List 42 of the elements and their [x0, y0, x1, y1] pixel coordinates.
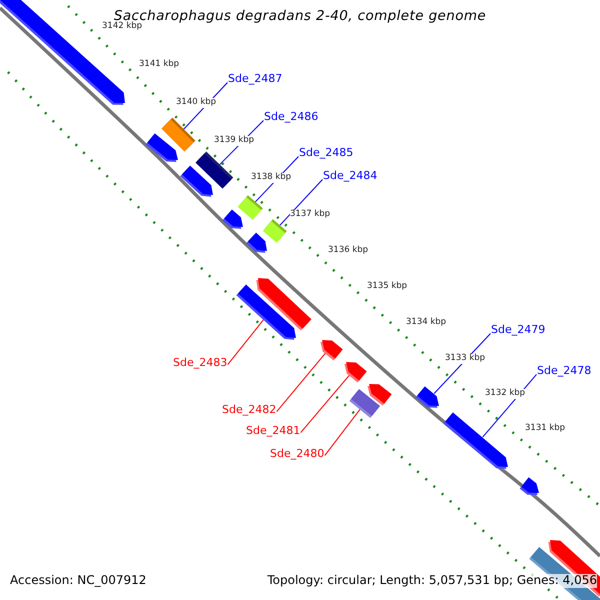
gene-feature: [180, 166, 213, 197]
leader-line: [227, 318, 266, 366]
position-label: 3131 kbp: [525, 424, 566, 434]
gene-feature: [520, 477, 539, 495]
gene-label: Sde_2482: [222, 404, 276, 417]
gene-label: Sde_2478: [537, 365, 592, 378]
gene-feature: [246, 232, 267, 253]
gene-label: Sde_2483: [173, 357, 228, 370]
gene-feature: [344, 362, 367, 383]
gene-label: Sde_2486: [264, 111, 318, 124]
position-label: 3140 kbp: [176, 98, 216, 108]
gene-label: Sde_2481: [246, 425, 300, 438]
position-label: 3139 kbp: [214, 136, 254, 146]
gene-feature: [236, 284, 296, 340]
gene-label: Sde_2487: [228, 73, 282, 86]
gene-label: Sde_2485: [299, 147, 354, 160]
position-label: 3133 kbp: [445, 354, 486, 364]
leader-line: [324, 407, 362, 456]
gene-feature: [444, 412, 508, 469]
gene-label: Sde_2484: [323, 170, 378, 183]
gene-feature: [349, 388, 380, 418]
leader-line: [300, 374, 351, 434]
gene-label: Sde_2479: [491, 324, 546, 337]
gene-feature: [262, 219, 287, 243]
gene-feature: [416, 386, 439, 408]
gene-feature: [320, 340, 343, 361]
position-label: 3136 kbp: [328, 246, 368, 256]
leader-line: [278, 178, 323, 228]
accession-text: Accession: NC_007912: [10, 574, 146, 588]
position-label: 3141 kbp: [139, 60, 180, 70]
gene-feature: [238, 195, 263, 220]
position-label: 3134 kbp: [406, 318, 446, 328]
position-label: 3142 kbp: [102, 22, 142, 32]
position-label: 3137 kbp: [290, 210, 330, 220]
gene-feature: [222, 209, 243, 229]
gene-feature: [146, 133, 178, 162]
position-label: 3138 kbp: [251, 173, 292, 183]
position-label: 3135 kbp: [367, 282, 408, 292]
gene-label: Sde_2480: [270, 448, 324, 461]
genome-summary-text: Topology: circular; Length: 5,057,531 bp; Genes: 4,056: [267, 574, 597, 588]
position-label: 3132 kbp: [485, 389, 526, 399]
leader-line: [276, 352, 327, 412]
